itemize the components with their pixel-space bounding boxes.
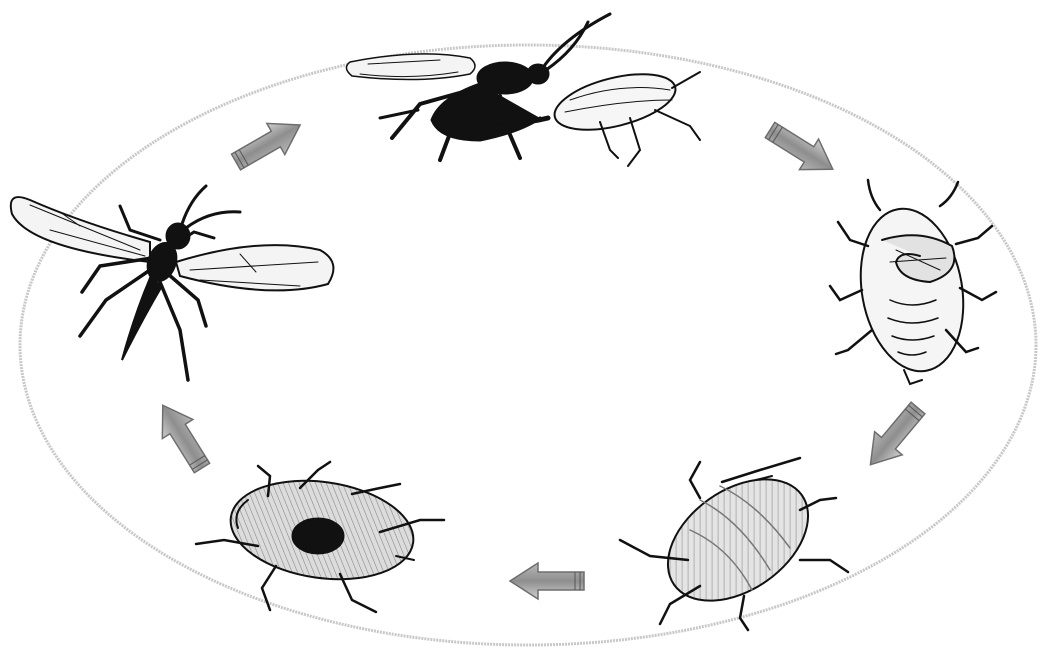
larva-in-aphid-icon [830, 180, 996, 384]
arrow-icon [857, 396, 932, 476]
swollen-aphid-icon [620, 454, 848, 630]
arrow-icon [510, 563, 584, 599]
arrow-icon [227, 109, 309, 177]
arrow-icon [760, 115, 842, 185]
wasp-laying-egg-in-aphid-icon [346, 14, 700, 166]
arrow-icon [148, 396, 218, 478]
adult-wasp-icon [11, 186, 334, 380]
